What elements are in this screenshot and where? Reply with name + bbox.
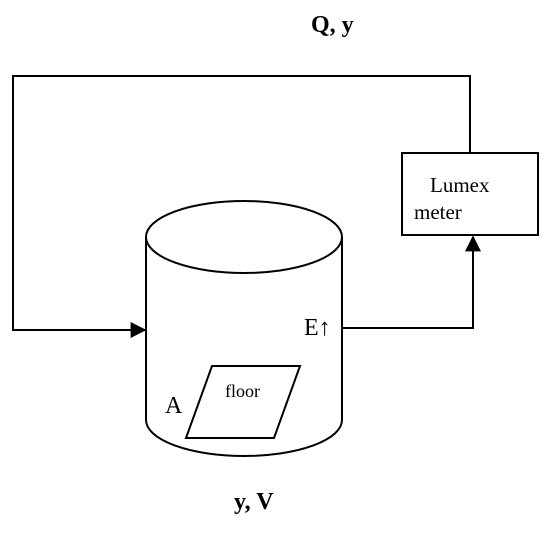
bottom-flow-label: y, V [234, 489, 274, 515]
return-flow-line [12, 75, 471, 338]
floor-label: floor [225, 381, 260, 401]
lumex-meter-label-line2: meter [414, 200, 462, 224]
lumex-meter-label: Lumex meter [414, 172, 524, 226]
lumex-meter-box [401, 152, 539, 236]
cylinder-top [145, 200, 343, 274]
meter-input-line [342, 235, 481, 329]
cylinder-bottom-edge [145, 419, 343, 457]
lumex-meter-label-line1: Lumex [430, 173, 490, 197]
floor-area-shape [184, 365, 302, 439]
top-flow-label: Q, y [311, 12, 354, 38]
floor-area-label: A [165, 393, 183, 419]
cylinder [145, 200, 343, 457]
illuminance-label: E↑ [304, 315, 331, 341]
